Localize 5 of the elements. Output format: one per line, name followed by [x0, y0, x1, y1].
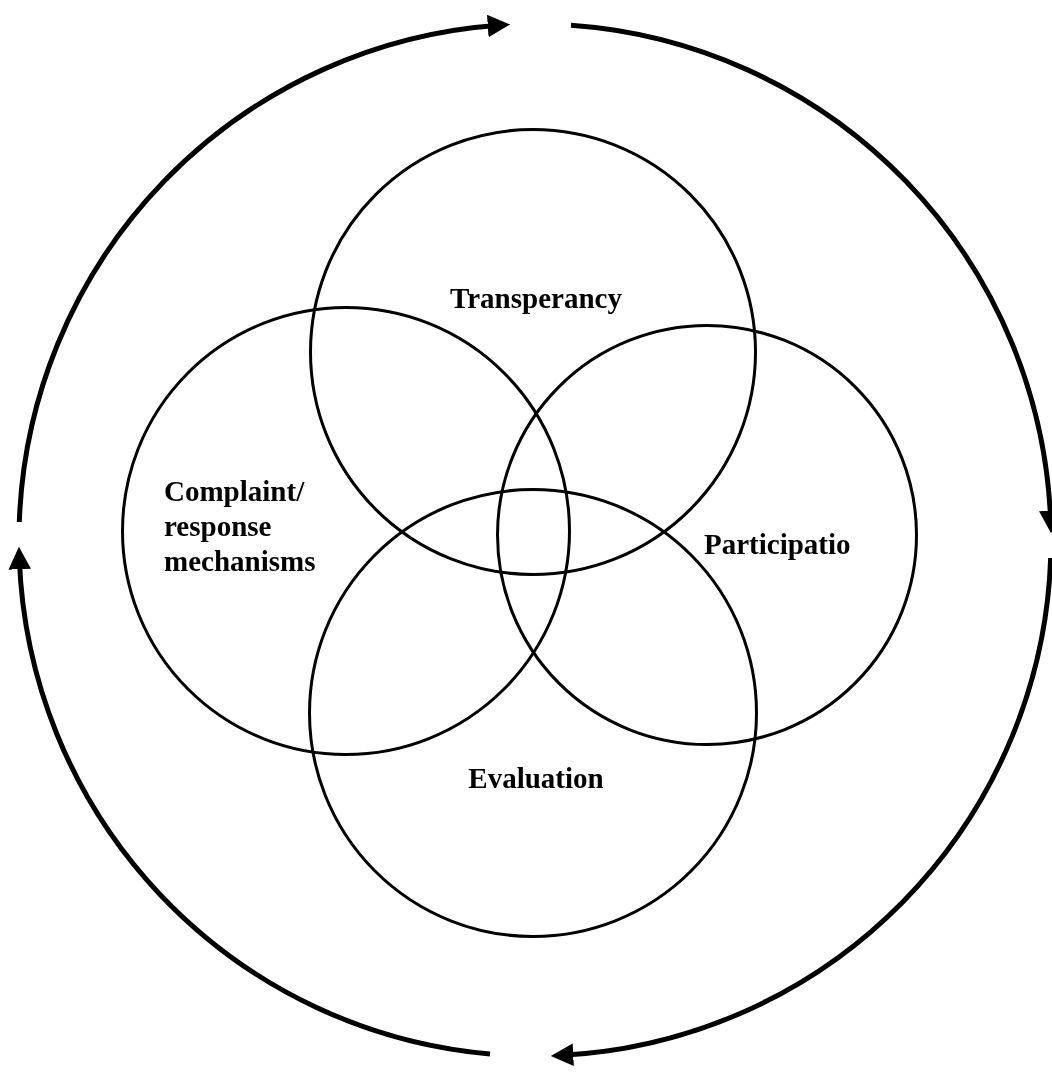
- circle-label: Evaluation: [467, 761, 605, 796]
- circle-label: Participatio: [704, 527, 852, 562]
- circle-label: Transperancy: [449, 281, 623, 316]
- circle: [496, 324, 918, 746]
- circle-label: Complaint/ response mechanisms: [164, 474, 317, 579]
